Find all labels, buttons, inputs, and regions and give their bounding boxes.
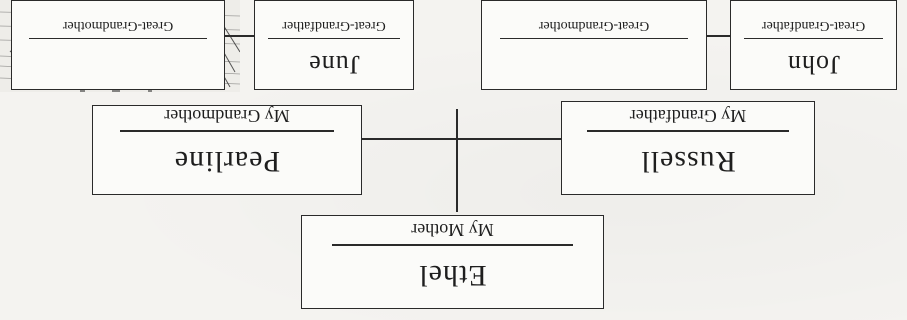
mother-node: Ethel My Mother [301,215,604,309]
mother-to-grandparents-vertical [456,109,458,212]
grandmother-name: Pearline [173,145,281,178]
grandparents-horizontal [362,138,565,140]
grandmother-divider [119,130,335,132]
grandfather-divider [587,130,789,132]
great-grandfather-2-divider [267,37,401,39]
great-grandfather-node-2: June Great-Grandfather [254,0,414,90]
great-grandfather-2-role: Great-Grandfather [282,18,386,33]
grandmother-role: My Grandmother [164,106,290,126]
great-grandmother-node-2: Great-Grandmother [11,0,225,90]
great-grandfather-1-role: Great-Grandfather [761,18,866,33]
grandmother-node: Pearline My Grandmother [92,105,362,195]
mother-divider [332,244,573,246]
great-grandparents-left-connector [707,35,731,37]
great-grandfather-node-1: John Great-Grandfather [730,0,897,90]
great-grandmother-1-divider [499,37,689,39]
mother-name: Ethel [418,259,487,292]
mother-role: My Mother [411,220,494,240]
great-grandmother-node-1: Great-Grandmother [481,0,707,90]
great-grandfather-1-divider [744,37,883,39]
grandfather-node: Russell My Grandfather [561,101,815,195]
great-grandmother-2-divider [28,37,208,39]
great-grandfather-2-name: June [308,50,360,79]
great-grandmother-2-role: Great-Grandmother [62,18,174,33]
great-grandfather-1-name: John [786,50,841,79]
great-grandmother-1-role: Great-Grandmother [538,18,650,33]
grandfather-name: Russell [640,145,736,178]
grandfather-role: My Grandfather [629,106,747,126]
great-grandparents-right-connector [225,35,255,37]
